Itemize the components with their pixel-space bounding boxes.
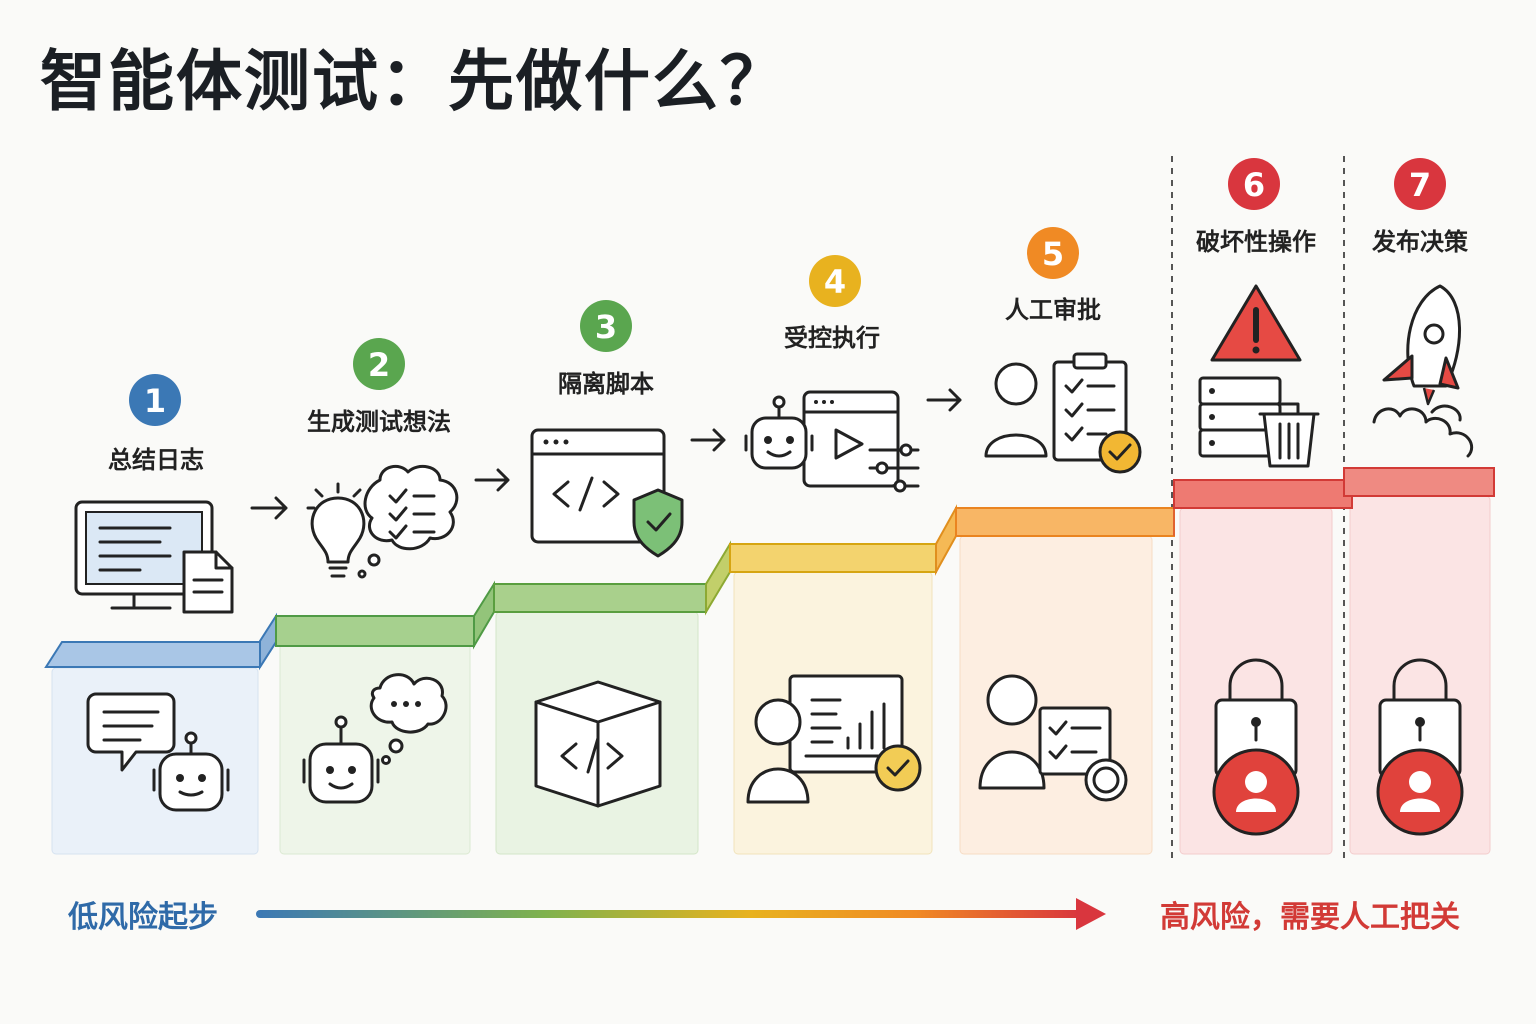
flow-arrow-4 xyxy=(926,388,962,412)
stair-step-1-riser xyxy=(259,612,277,671)
code-window-shield-icon xyxy=(530,428,684,558)
stair-step-2-riser xyxy=(473,580,495,650)
svg-text:1: 1 xyxy=(144,382,166,420)
code-sandbox-cube-icon xyxy=(534,680,662,808)
robot-execution-icon xyxy=(744,390,920,493)
chat-robot-icon xyxy=(86,692,230,812)
step-badge-3: 3 xyxy=(580,300,632,352)
stair-step-6 xyxy=(1173,479,1353,509)
step-badge-4: 4 xyxy=(809,255,861,307)
person-approval-checklist-icon xyxy=(978,674,1128,802)
padlock-person-icon xyxy=(1376,658,1464,836)
step-badge-1: 1 xyxy=(129,374,181,426)
person-monitor-check-icon xyxy=(746,674,922,804)
stair-step-5 xyxy=(955,507,1175,537)
flow-arrow-3 xyxy=(690,428,726,452)
step-badge-2: 2 xyxy=(353,338,405,390)
svg-text:3: 3 xyxy=(595,308,617,346)
person-clipboard-approval-icon xyxy=(984,352,1142,474)
stair-step-2 xyxy=(275,615,475,647)
rocket-launch-icon xyxy=(1372,284,1474,458)
page-title: 智能体测试：先做什么？ xyxy=(40,43,788,120)
step-label-2: 生成测试想法 xyxy=(307,408,451,436)
step-badge-6: 6 xyxy=(1228,158,1280,210)
stair-step-7 xyxy=(1343,467,1495,497)
stair-step-3-riser xyxy=(705,540,731,616)
step-badge-5: 5 xyxy=(1027,227,1079,279)
padlock-person-icon xyxy=(1212,658,1300,836)
svg-text:6: 6 xyxy=(1243,166,1265,204)
step-label-5: 人工审批 xyxy=(1005,296,1101,324)
svg-text:2: 2 xyxy=(368,346,390,384)
flow-arrows xyxy=(250,388,962,520)
monitor-document-icon xyxy=(74,500,234,614)
staircase xyxy=(44,467,1495,671)
panel-2 xyxy=(279,641,471,855)
step-label-4: 受控执行 xyxy=(784,324,880,352)
step-label-6: 破坏性操作 xyxy=(1196,228,1316,256)
warning-server-delete-icon xyxy=(1198,284,1320,468)
stair-step-1 xyxy=(44,641,278,668)
robot-thinking-icon xyxy=(302,673,448,804)
stair-step-4 xyxy=(729,543,937,573)
low-risk-label: 低风险起步 xyxy=(68,900,218,935)
step-label-3: 隔离脚本 xyxy=(558,370,654,398)
step-badge-7: 7 xyxy=(1394,158,1446,210)
stair-step-4-riser xyxy=(935,504,957,576)
high-risk-label: 高风险，需要人工把关 xyxy=(1160,900,1460,935)
svg-text:5: 5 xyxy=(1042,235,1064,273)
step-label-1: 总结日志 xyxy=(108,446,204,474)
svg-text:7: 7 xyxy=(1409,166,1431,204)
risk-gradient-arrow xyxy=(256,898,1106,930)
svg-text:4: 4 xyxy=(824,263,846,301)
lightbulb-idea-icon xyxy=(306,464,459,579)
stair-step-3 xyxy=(493,583,707,613)
flow-arrow-2 xyxy=(474,468,510,492)
step-label-7: 发布决策 xyxy=(1371,228,1469,256)
flow-arrow-1 xyxy=(250,496,288,520)
